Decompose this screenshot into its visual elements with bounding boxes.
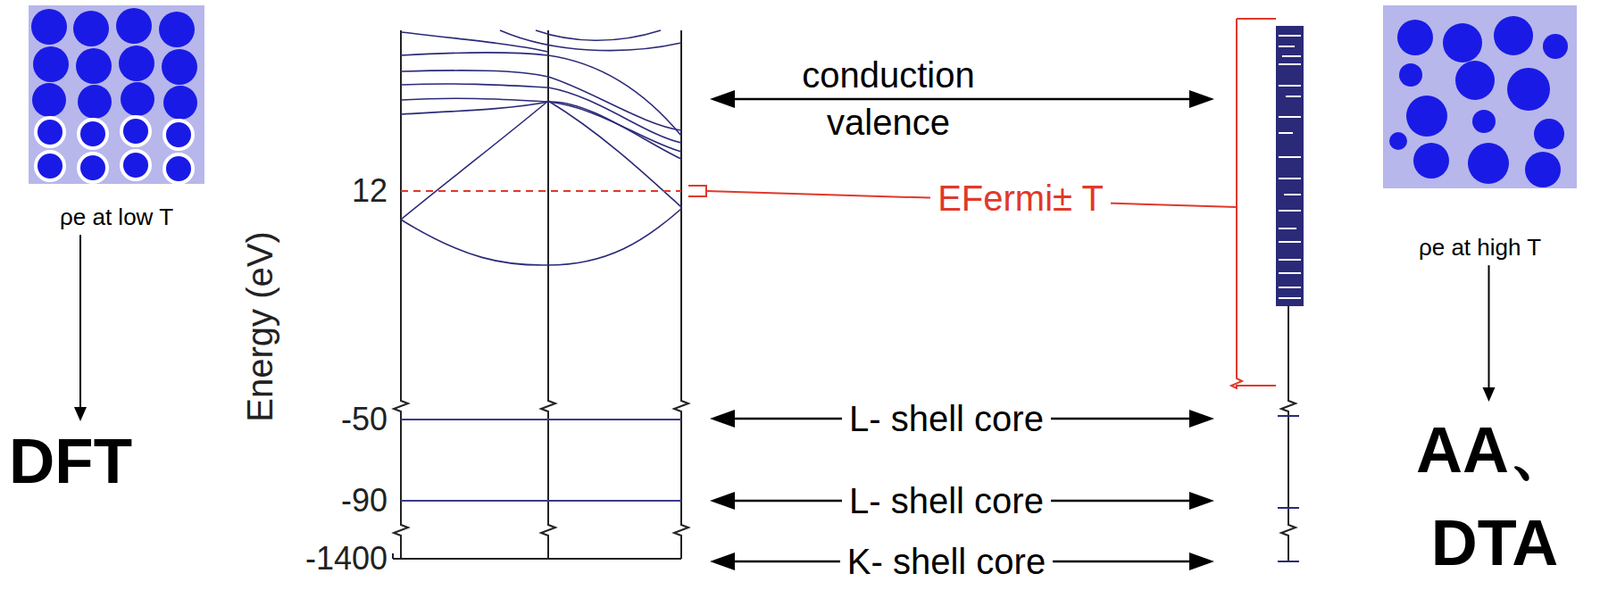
axis-tick: 12 <box>351 172 388 209</box>
method-label: DFT <box>8 423 133 500</box>
axis-tick: -1400 <box>305 540 388 577</box>
fermi-level <box>400 18 1276 389</box>
core-shell-label: K- shell core <box>840 541 1053 583</box>
node-text: ρe at high T <box>1383 233 1577 262</box>
axis-tick: -90 <box>341 482 388 519</box>
density-picture-box: ρe at high T <box>1383 5 1577 262</box>
band-frame <box>392 30 689 559</box>
double-arrows <box>709 90 1215 571</box>
core-shell-label: L- shell core <box>841 398 1051 440</box>
band-region-label: conduction <box>801 54 975 96</box>
band-region-label: valence <box>826 101 950 143</box>
density-picture-box: ρe at low T <box>28 5 205 232</box>
high-temperature-density-picture <box>1383 5 1577 189</box>
connector-line <box>79 234 82 409</box>
arrow-head <box>1483 387 1496 402</box>
method-label: AA、 DTA <box>1400 403 1589 590</box>
node-text: DFT <box>8 423 133 500</box>
core-shell-label: L- shell core <box>841 480 1051 522</box>
node-text: AA、 DTA <box>1400 403 1589 590</box>
energy-bands <box>400 30 682 266</box>
energy-level-column <box>1275 25 1304 562</box>
arrow-head <box>74 407 87 422</box>
core-levels <box>400 419 682 501</box>
low-temperature-density-picture <box>28 5 205 184</box>
axis-tick: -50 <box>341 400 388 438</box>
connector-arrow <box>1483 265 1496 402</box>
axis-title: Energy (eV) <box>239 231 281 422</box>
connector-line <box>1488 265 1491 390</box>
fermi-label: EFermi± T <box>930 177 1111 219</box>
node-text: ρe at low T <box>28 203 205 232</box>
connector-arrow <box>74 234 87 422</box>
